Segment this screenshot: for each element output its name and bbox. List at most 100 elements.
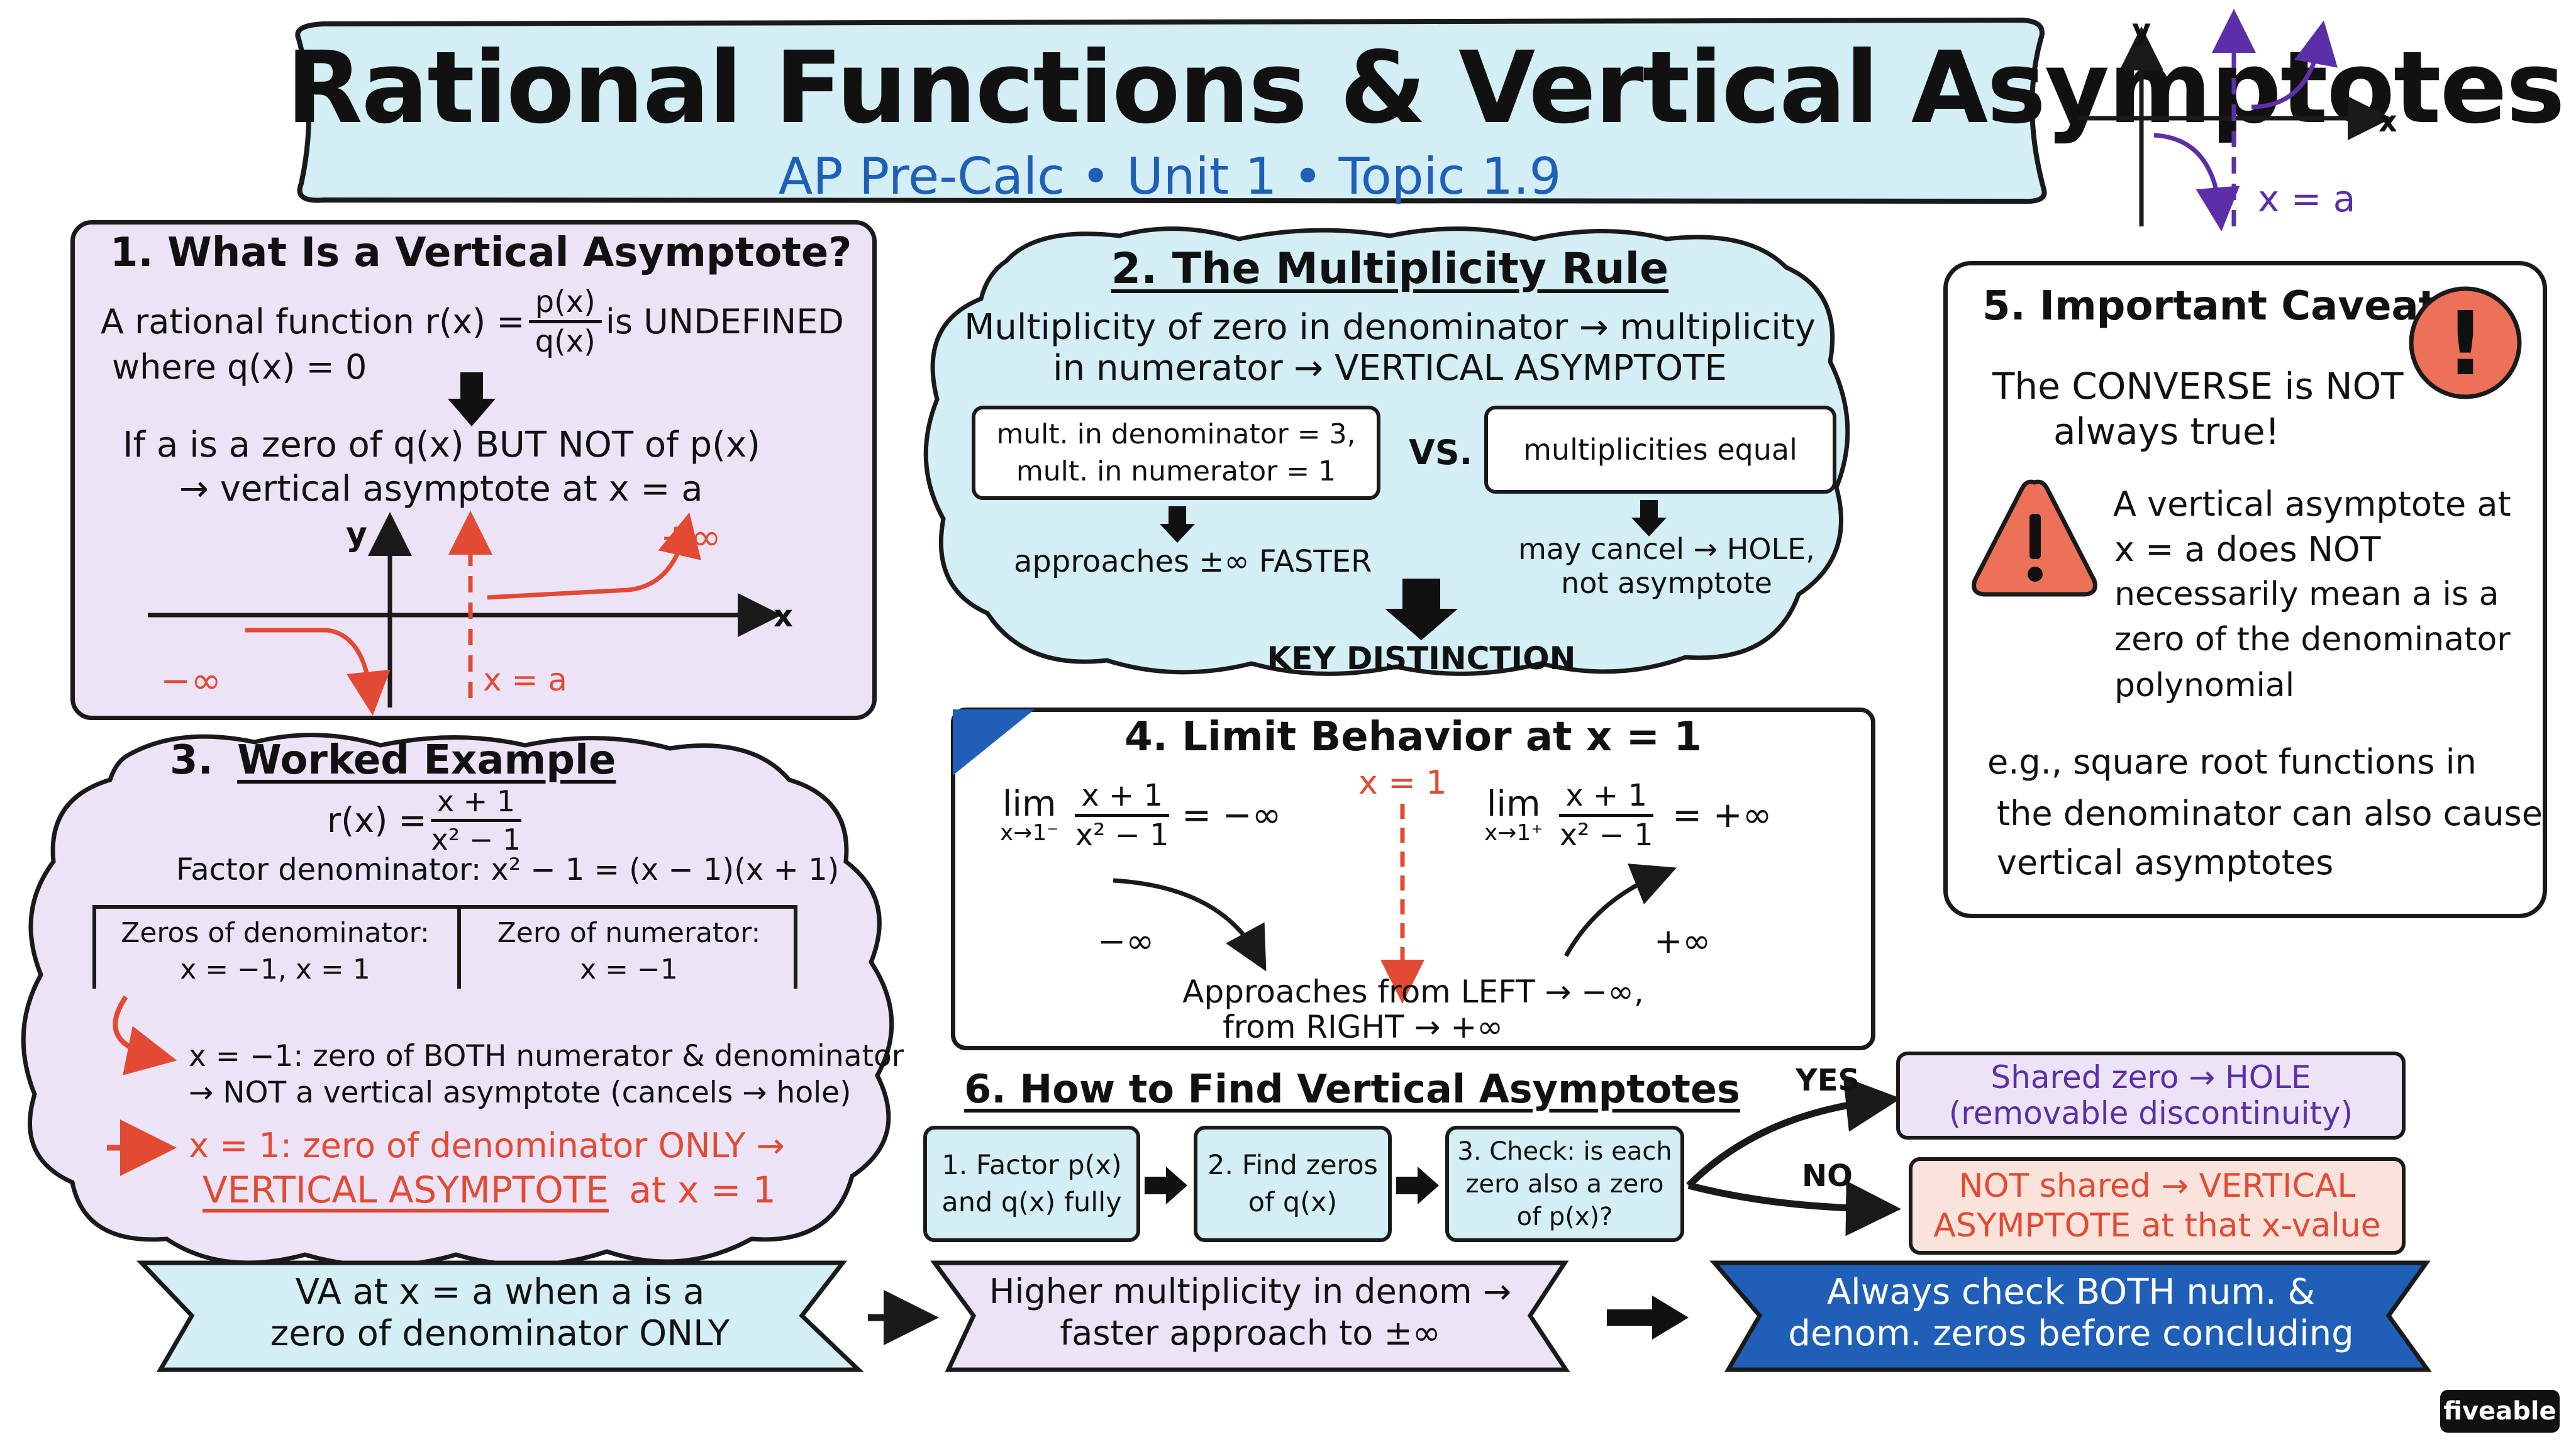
graph-x-label: x xyxy=(774,599,793,634)
right-lim-sub: x→1⁺ xyxy=(1484,819,1543,846)
section-4-pos-inf: +∞ xyxy=(1654,921,1711,961)
no-result-line2: ASYMPTOTE at that x-value xyxy=(1933,1206,2381,1245)
section-2-key-distinction: KEY DISTINCTION xyxy=(1267,640,1576,677)
section-4-center-label: x = 1 xyxy=(1358,764,1447,802)
section-3-note2-a: x = 1: zero of denominator ONLY → xyxy=(189,1126,785,1165)
section-3-title-text: Worked Example xyxy=(237,737,616,784)
no-result-box: NOT shared → VERTICAL ASYMPTOTE at that … xyxy=(1909,1157,2406,1255)
section-5-line1: The CONVERSE is NOT xyxy=(1992,365,2404,408)
down-arrow-icon xyxy=(1631,500,1667,536)
brand-logo-text: fiveable xyxy=(2443,1397,2557,1426)
step-1-line1: 1. Factor p(x) xyxy=(941,1150,1122,1182)
eg-line-3: vertical asymptotes xyxy=(1997,843,2334,882)
section-3-title: 3. Worked Example xyxy=(170,737,616,784)
eg-line-1: e.g., square root functions in xyxy=(1987,742,2477,782)
right-limit: lim x→1⁺ x + 1 x² − 1 = +∞ xyxy=(1484,780,1772,852)
section-6-title: 6. How to Find Vertical Asymptotes xyxy=(912,1066,1792,1112)
right-limit-num: x + 1 xyxy=(1559,780,1654,818)
yes-result-line1: Shared zero → HOLE xyxy=(1990,1058,2311,1096)
down-arrow-icon xyxy=(1160,506,1195,543)
section-1-rule-line1: If a is a zero of q(x) BUT NOT of p(x) xyxy=(123,425,761,465)
right-lim: lim xyxy=(1486,783,1541,824)
step-3-line1: 3. Check: is each xyxy=(1457,1136,1672,1166)
step-3-line2: zero also a zero xyxy=(1465,1169,1664,1199)
exclamation-icon xyxy=(2409,286,2522,399)
section-1-rule-line2: → vertical asymptote at x = a xyxy=(179,469,703,509)
right-limit-value: = +∞ xyxy=(1672,795,1772,836)
section-3-note1-a: x = −1: zero of BOTH numerator & denomin… xyxy=(189,1039,904,1074)
right-arrow-icon xyxy=(868,1290,939,1345)
right-arrow-icon xyxy=(1145,1167,1187,1204)
graph-neg-inf: −∞ xyxy=(160,659,221,702)
corner-y-label: y xyxy=(2132,13,2151,47)
col1-value: x = −1, x = 1 xyxy=(180,953,370,985)
brand-badge: fiveable xyxy=(2440,1390,2560,1433)
col1-header: Zeros of denominator: xyxy=(121,917,430,949)
section-2-rule-line1: Multiplicity of zero in denominator → mu… xyxy=(964,307,1816,348)
section-5-line2: always true! xyxy=(2053,410,2280,453)
step-1-line2: and q(x) fully xyxy=(941,1186,1122,1218)
graph-y-label: y xyxy=(346,516,367,553)
section-2-title-text: 2. The Multiplicity Rule xyxy=(1111,244,1669,294)
down-arrow-icon xyxy=(1385,579,1458,640)
left-limit: lim x→1⁻ x + 1 x² − 1 = −∞ xyxy=(1000,780,1281,852)
left-lim-sub: x→1⁻ xyxy=(1000,819,1059,846)
left-limit-num: x + 1 xyxy=(1075,780,1170,818)
right-arrow-icon xyxy=(1607,1296,1689,1340)
corner-x-label: x xyxy=(2379,104,2397,138)
step-2-box: 2. Find zeros of q(x) xyxy=(1194,1126,1392,1242)
box-left-line2: mult. in numerator = 1 xyxy=(1016,455,1336,487)
yes-result-box: Shared zero → HOLE (removable discontinu… xyxy=(1896,1052,2406,1140)
corner-accent xyxy=(953,709,1035,775)
section-2-box-right: multiplicities equal xyxy=(1484,406,1836,494)
footer-banner-1: VA at x = a when a is a zero of denomina… xyxy=(135,1258,865,1374)
left-limit-den: x² − 1 xyxy=(1075,818,1169,853)
section-5-title: 5. Important Caveat xyxy=(1982,283,2438,330)
step-3-box: 3. Check: is each zero also a zero of p(… xyxy=(1445,1126,1684,1242)
warn-line-5: polynomial xyxy=(2114,667,2295,704)
definition-text-a: A rational function r(x) = xyxy=(101,302,525,342)
col2-value: x = −1 xyxy=(580,953,678,985)
step-2-line2: of q(x) xyxy=(1248,1186,1338,1218)
section-3-note2-b: VERTICAL ASYMPTOTE at x = 1 xyxy=(203,1169,776,1211)
function-fraction: x + 1 x² − 1 xyxy=(430,786,521,857)
section-3-function: r(x) = x + 1 x² − 1 xyxy=(327,786,525,855)
banner-1-line2: zero of denominator ONLY xyxy=(270,1313,730,1354)
function-numerator: x + 1 xyxy=(430,786,521,823)
header-banner: Rational Functions & Vertical Asymptotes… xyxy=(286,14,2565,209)
section-3-zeros-table: Zeros of denominator: x = −1, x = 1 Zero… xyxy=(91,901,802,995)
definition-text-b: is UNDEFINED xyxy=(605,302,844,342)
section-4-neg-inf: −∞ xyxy=(1097,921,1155,961)
page-title: Rational Functions & Vertical Asymptotes xyxy=(286,30,2565,146)
banner-2-line2: faster approach to ±∞ xyxy=(1060,1313,1441,1353)
no-result-line1: NOT shared → VERTICAL xyxy=(1958,1167,2356,1206)
banner-3-line2: denom. zeros before concluding xyxy=(1788,1313,2354,1354)
warn-line-3: necessarily mean a is a xyxy=(2114,575,2499,613)
banner-2-line1: Higher multiplicity in denom → xyxy=(989,1272,1512,1311)
section-2-left-result: approaches ±∞ FASTER xyxy=(1014,544,1372,579)
section-2-right-result-1: may cancel → HOLE, xyxy=(1518,532,1815,566)
definition-fraction: p(x) q(x) xyxy=(528,286,602,358)
branch-no-label: NO xyxy=(1802,1158,1853,1194)
vertical-asymptote-emphasis: VERTICAL ASYMPTOTE xyxy=(203,1169,609,1211)
corner-asymptote-label: x = a xyxy=(2258,177,2356,220)
section-3-title-num: 3. xyxy=(170,737,213,784)
corner-asymptote-graph: y x x = a xyxy=(2069,9,2397,239)
box-right-text: multiplicities equal xyxy=(1523,433,1797,467)
section-3-factor: Factor denominator: x² − 1 = (x − 1)(x +… xyxy=(176,852,840,887)
warn-line-2: x = a does NOT xyxy=(2114,530,2381,569)
step-1-box: 1. Factor p(x) and q(x) fully xyxy=(923,1126,1140,1242)
page-subtitle: AP Pre-Calc • Unit 1 • Topic 1.9 xyxy=(778,147,1562,206)
left-limit-fraction: x + 1 x² − 1 xyxy=(1075,780,1170,853)
function-lhs: r(x) = xyxy=(327,801,427,841)
left-lim: lim xyxy=(1002,783,1057,824)
fraction-numerator: p(x) xyxy=(528,286,602,324)
step-3-line3: of p(x)? xyxy=(1516,1202,1613,1231)
decision-branch-arrows xyxy=(1686,1077,1901,1236)
section-4-approach-1: Approaches from LEFT → −∞, xyxy=(1182,974,1644,1010)
box-left-line1: mult. in denominator = 3, xyxy=(996,418,1356,450)
branch-yes-label: YES xyxy=(1796,1063,1860,1098)
definition-text-c: where q(x) = 0 xyxy=(112,347,367,387)
section-2-title: 2. The Multiplicity Rule xyxy=(912,244,1868,294)
function-denominator: x² − 1 xyxy=(431,823,521,857)
